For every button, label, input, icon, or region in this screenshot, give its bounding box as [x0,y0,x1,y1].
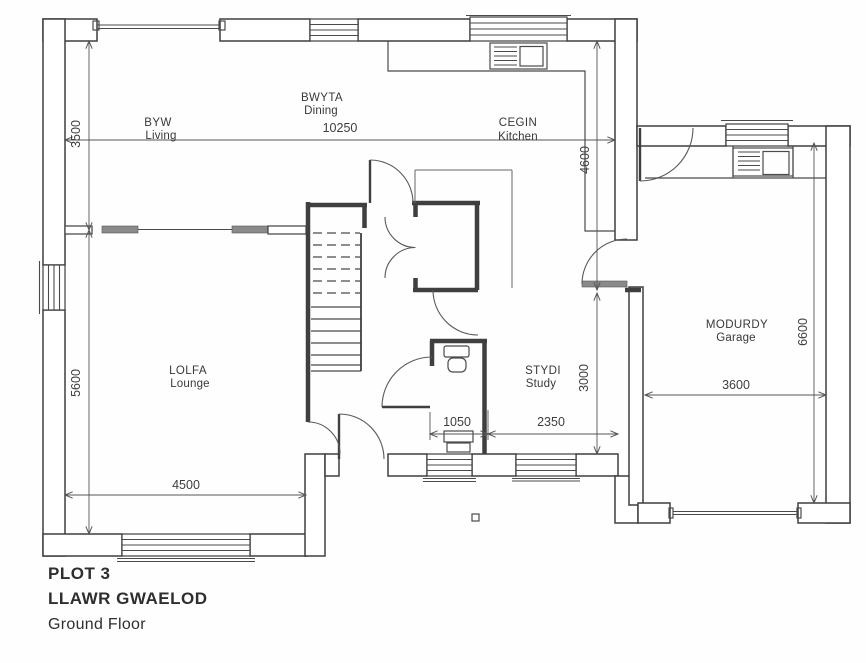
dimensions: 10250 3500 5600 4600 3000 4500 1050 2350… [63,39,828,536]
title-floor-welsh: LLAWR GWAELOD [48,589,207,608]
garage-sink [732,147,794,177]
room-label-living-cy: BYW [144,117,171,129]
room-label-garage-en: Garage [716,332,756,344]
external-marker-square [471,513,480,522]
room-label-living-en: Living [145,130,176,142]
door-wc [381,356,433,409]
dim-study-width: 2350 [537,415,565,429]
kitchen-floor-boundary [414,169,513,288]
windows [38,14,793,563]
window-study [512,453,580,482]
door-front-entrance [337,413,385,460]
living-lounge-divider [64,225,307,235]
dim-kitchen-depth: 4600 [578,146,592,174]
door-dining-hall [368,159,414,204]
window-lounge-front [117,533,255,563]
door-lounge [307,421,341,455]
room-label-study-cy: STYDI [525,365,561,377]
room-label-garage-cy: MODURDY [706,319,768,331]
garage-fittings [645,146,826,179]
garage-door-opening [668,507,802,519]
window-top-living [92,20,226,31]
dim-garage-width: 3600 [722,378,750,392]
door-side-passage [638,127,694,182]
kitchen-sink [489,42,548,70]
wc-basin [443,430,474,443]
room-label-study-en: Study [526,378,556,390]
window-left-living [38,261,66,314]
beam-symbol [231,225,269,234]
title-block: PLOT 3 LLAWR GWAELOD Ground Floor [48,564,207,633]
dim-study-depth: 3000 [577,364,591,392]
dim-lounge-depth: 5600 [69,369,83,397]
door-kitchen-lobby [581,238,628,288]
dim-living-depth: 3500 [69,120,83,148]
dim-overall-width: 10250 [323,121,358,135]
dim-wc-width: 1050 [443,415,471,429]
room-label-kitchen-en: Kitchen [498,131,538,143]
toilet-cistern [443,345,470,358]
window-top-dining [309,18,359,42]
wc-fittings [443,345,474,453]
room-label-lounge-en: Lounge [170,378,210,390]
dim-garage-depth: 6600 [796,318,810,346]
door-hall-closet-lower [384,246,416,279]
interior-walls [305,200,641,454]
toilet-bowl [447,357,467,373]
wc-basin-inner [446,442,471,453]
door-hall-closet-upper [384,216,416,249]
staircase [311,232,362,372]
beam-symbol [101,225,139,234]
window-top-kitchen [466,14,571,42]
room-label-lounge-cy: LOLFA [169,365,207,377]
room-label-dining-cy: BWYTA [301,92,343,104]
dim-lounge-width: 4500 [172,478,200,492]
window-wc [423,453,476,483]
room-label-dining-en: Dining [304,105,338,117]
title-floor-english: Ground Floor [48,616,146,633]
doors [307,127,694,460]
room-labels: BWYTA Dining BYW Living CEGIN Kitchen MO… [144,92,768,390]
exterior-walls [42,18,851,557]
door-kitchen-hall [432,289,479,336]
room-label-kitchen-cy: CEGIN [499,117,537,129]
window-garage [721,119,793,147]
title-plot: PLOT 3 [48,564,111,583]
